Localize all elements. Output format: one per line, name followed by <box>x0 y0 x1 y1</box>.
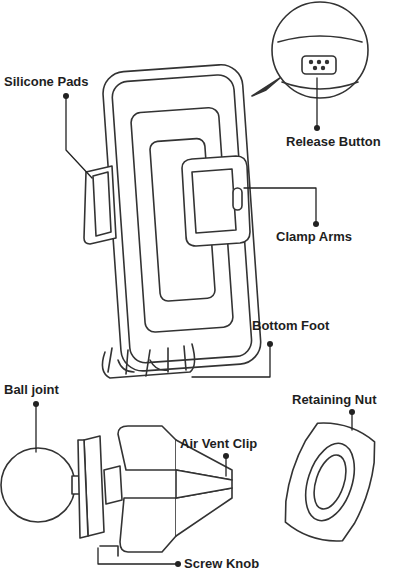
part-label: Silicone Pads <box>4 74 89 90</box>
part-label: Screw Knob <box>184 556 259 572</box>
retaining-nut <box>275 415 385 549</box>
leader-lines <box>36 78 352 564</box>
part-label: Release Button <box>286 134 381 150</box>
leader-dots <box>33 93 355 567</box>
part-label: Air Vent Clip <box>180 436 257 452</box>
right-clamp-arm <box>182 156 250 246</box>
part-label: Clamp Arms <box>276 229 352 245</box>
bottom-foot <box>102 344 194 378</box>
left-clamp-arm <box>84 166 116 244</box>
holder-body <box>102 63 263 372</box>
part-label: Bottom Foot <box>252 318 329 334</box>
release-button-zoom <box>252 2 368 98</box>
part-label: Retaining Nut <box>292 392 377 408</box>
part-label: Ball joint <box>4 382 59 398</box>
